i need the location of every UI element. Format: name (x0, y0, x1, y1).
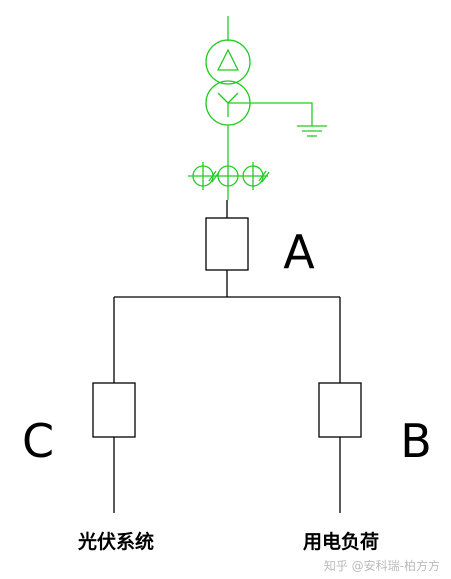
breaker-b (318, 382, 362, 438)
transformer-delta-winding (205, 39, 251, 85)
breaker-c (92, 382, 136, 438)
breaker-c-label: C (22, 414, 54, 468)
neutral-ground-line (228, 102, 313, 126)
breaker-a-label: A (283, 225, 315, 279)
current-transformer-icon (188, 162, 270, 190)
transformer-group (188, 16, 327, 200)
pv-system-label: 光伏系统 (77, 530, 154, 553)
ground-icon (297, 125, 327, 137)
load-label: 用电负荷 (303, 530, 379, 553)
wiring-group (92, 200, 362, 513)
breaker-b-label: B (400, 414, 432, 468)
wye-symbol-icon (217, 92, 239, 117)
breaker-a (205, 217, 249, 271)
delta-symbol-icon (216, 48, 240, 71)
watermark-text: 知乎 @安科瑞-柏方方 (324, 558, 440, 573)
